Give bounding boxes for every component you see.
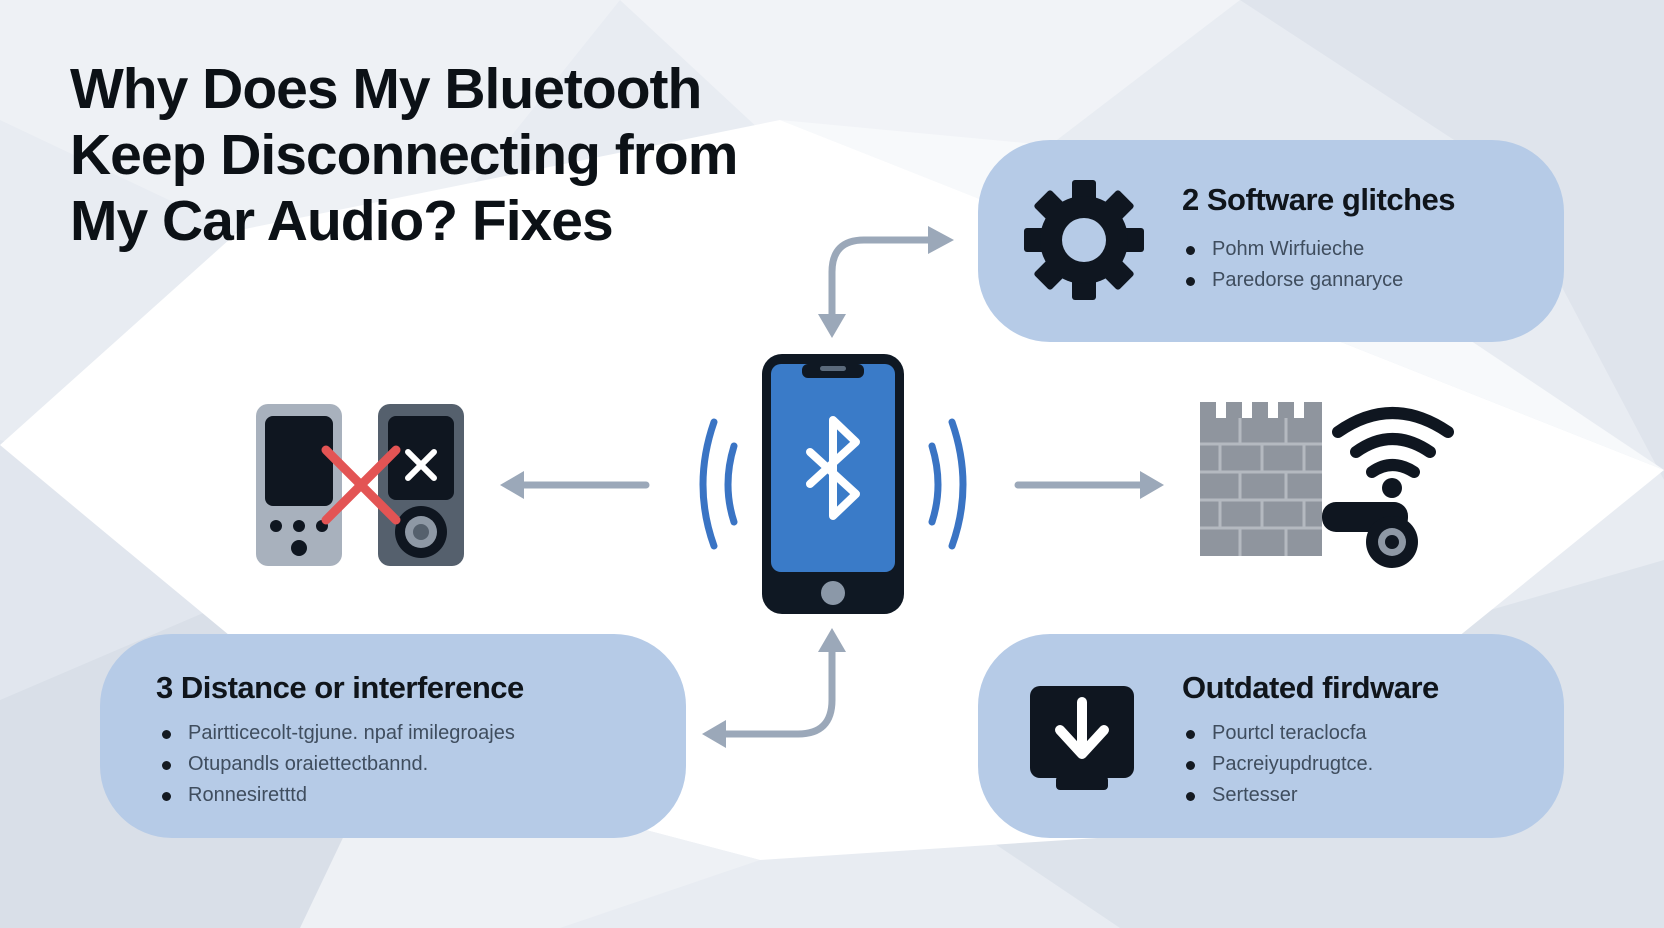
list-item: Pohm Wirfuieche	[1184, 234, 1403, 265]
list-item: Pacreiyupdrugtce.	[1184, 749, 1373, 780]
list-item: Pairtticecolt-tgjune. npaf imilegroajes	[160, 718, 515, 749]
list-item: Pourtcl teraclocfa	[1184, 718, 1373, 749]
close-icon	[405, 449, 437, 481]
list-item: Ronnesiretttd	[160, 780, 515, 811]
bullet-list: Pohm Wirfuieche Paredorse gannaryce	[1184, 234, 1403, 296]
arrow-to-software	[828, 236, 934, 326]
firewall-wifi-interference-icon	[1200, 402, 1454, 568]
paired-devices-conflict-icon	[256, 404, 464, 566]
gear-icon	[1024, 180, 1144, 300]
title-line-1: Why Does My Bluetooth	[70, 57, 702, 121]
conflict-cross-icon	[321, 445, 401, 525]
distance-interference-card: 3 Distance or interference Pairtticecolt…	[100, 634, 686, 838]
download-icon	[1030, 686, 1134, 790]
signal-waves-right-icon	[928, 418, 967, 550]
card-heading: 3 Distance or interference	[156, 670, 524, 705]
page-title: Why Does My Bluetooth Keep Disconnecting…	[70, 56, 830, 254]
bullet-list: Pairtticecolt-tgjune. npaf imilegroajes …	[160, 718, 515, 811]
title-line-2: Keep Disconnecting from	[70, 123, 738, 187]
outdated-firmware-card: Outdated firdware Pourtcl teraclocfa Pac…	[978, 634, 1564, 838]
wifi-icon	[1332, 407, 1454, 478]
arrow-to-distance	[710, 636, 836, 738]
list-item: Sertesser	[1184, 780, 1373, 811]
bluetooth-icon	[806, 416, 860, 520]
smartphone-bluetooth-icon	[699, 354, 967, 614]
software-glitches-card: 2 Software glitches Pohm Wirfuieche Pare…	[978, 140, 1564, 342]
list-item: Otupandls oraiettectbannd.	[160, 749, 515, 780]
title-line-3: My Car Audio? Fixes	[70, 189, 614, 253]
card-heading: 2 Software glitches	[1182, 182, 1456, 217]
card-heading: Outdated firdware	[1182, 670, 1439, 705]
signal-waves-left-icon	[699, 418, 738, 550]
bullet-list: Pourtcl teraclocfa Pacreiyupdrugtce. Ser…	[1184, 718, 1373, 811]
list-item: Paredorse gannaryce	[1184, 265, 1403, 296]
